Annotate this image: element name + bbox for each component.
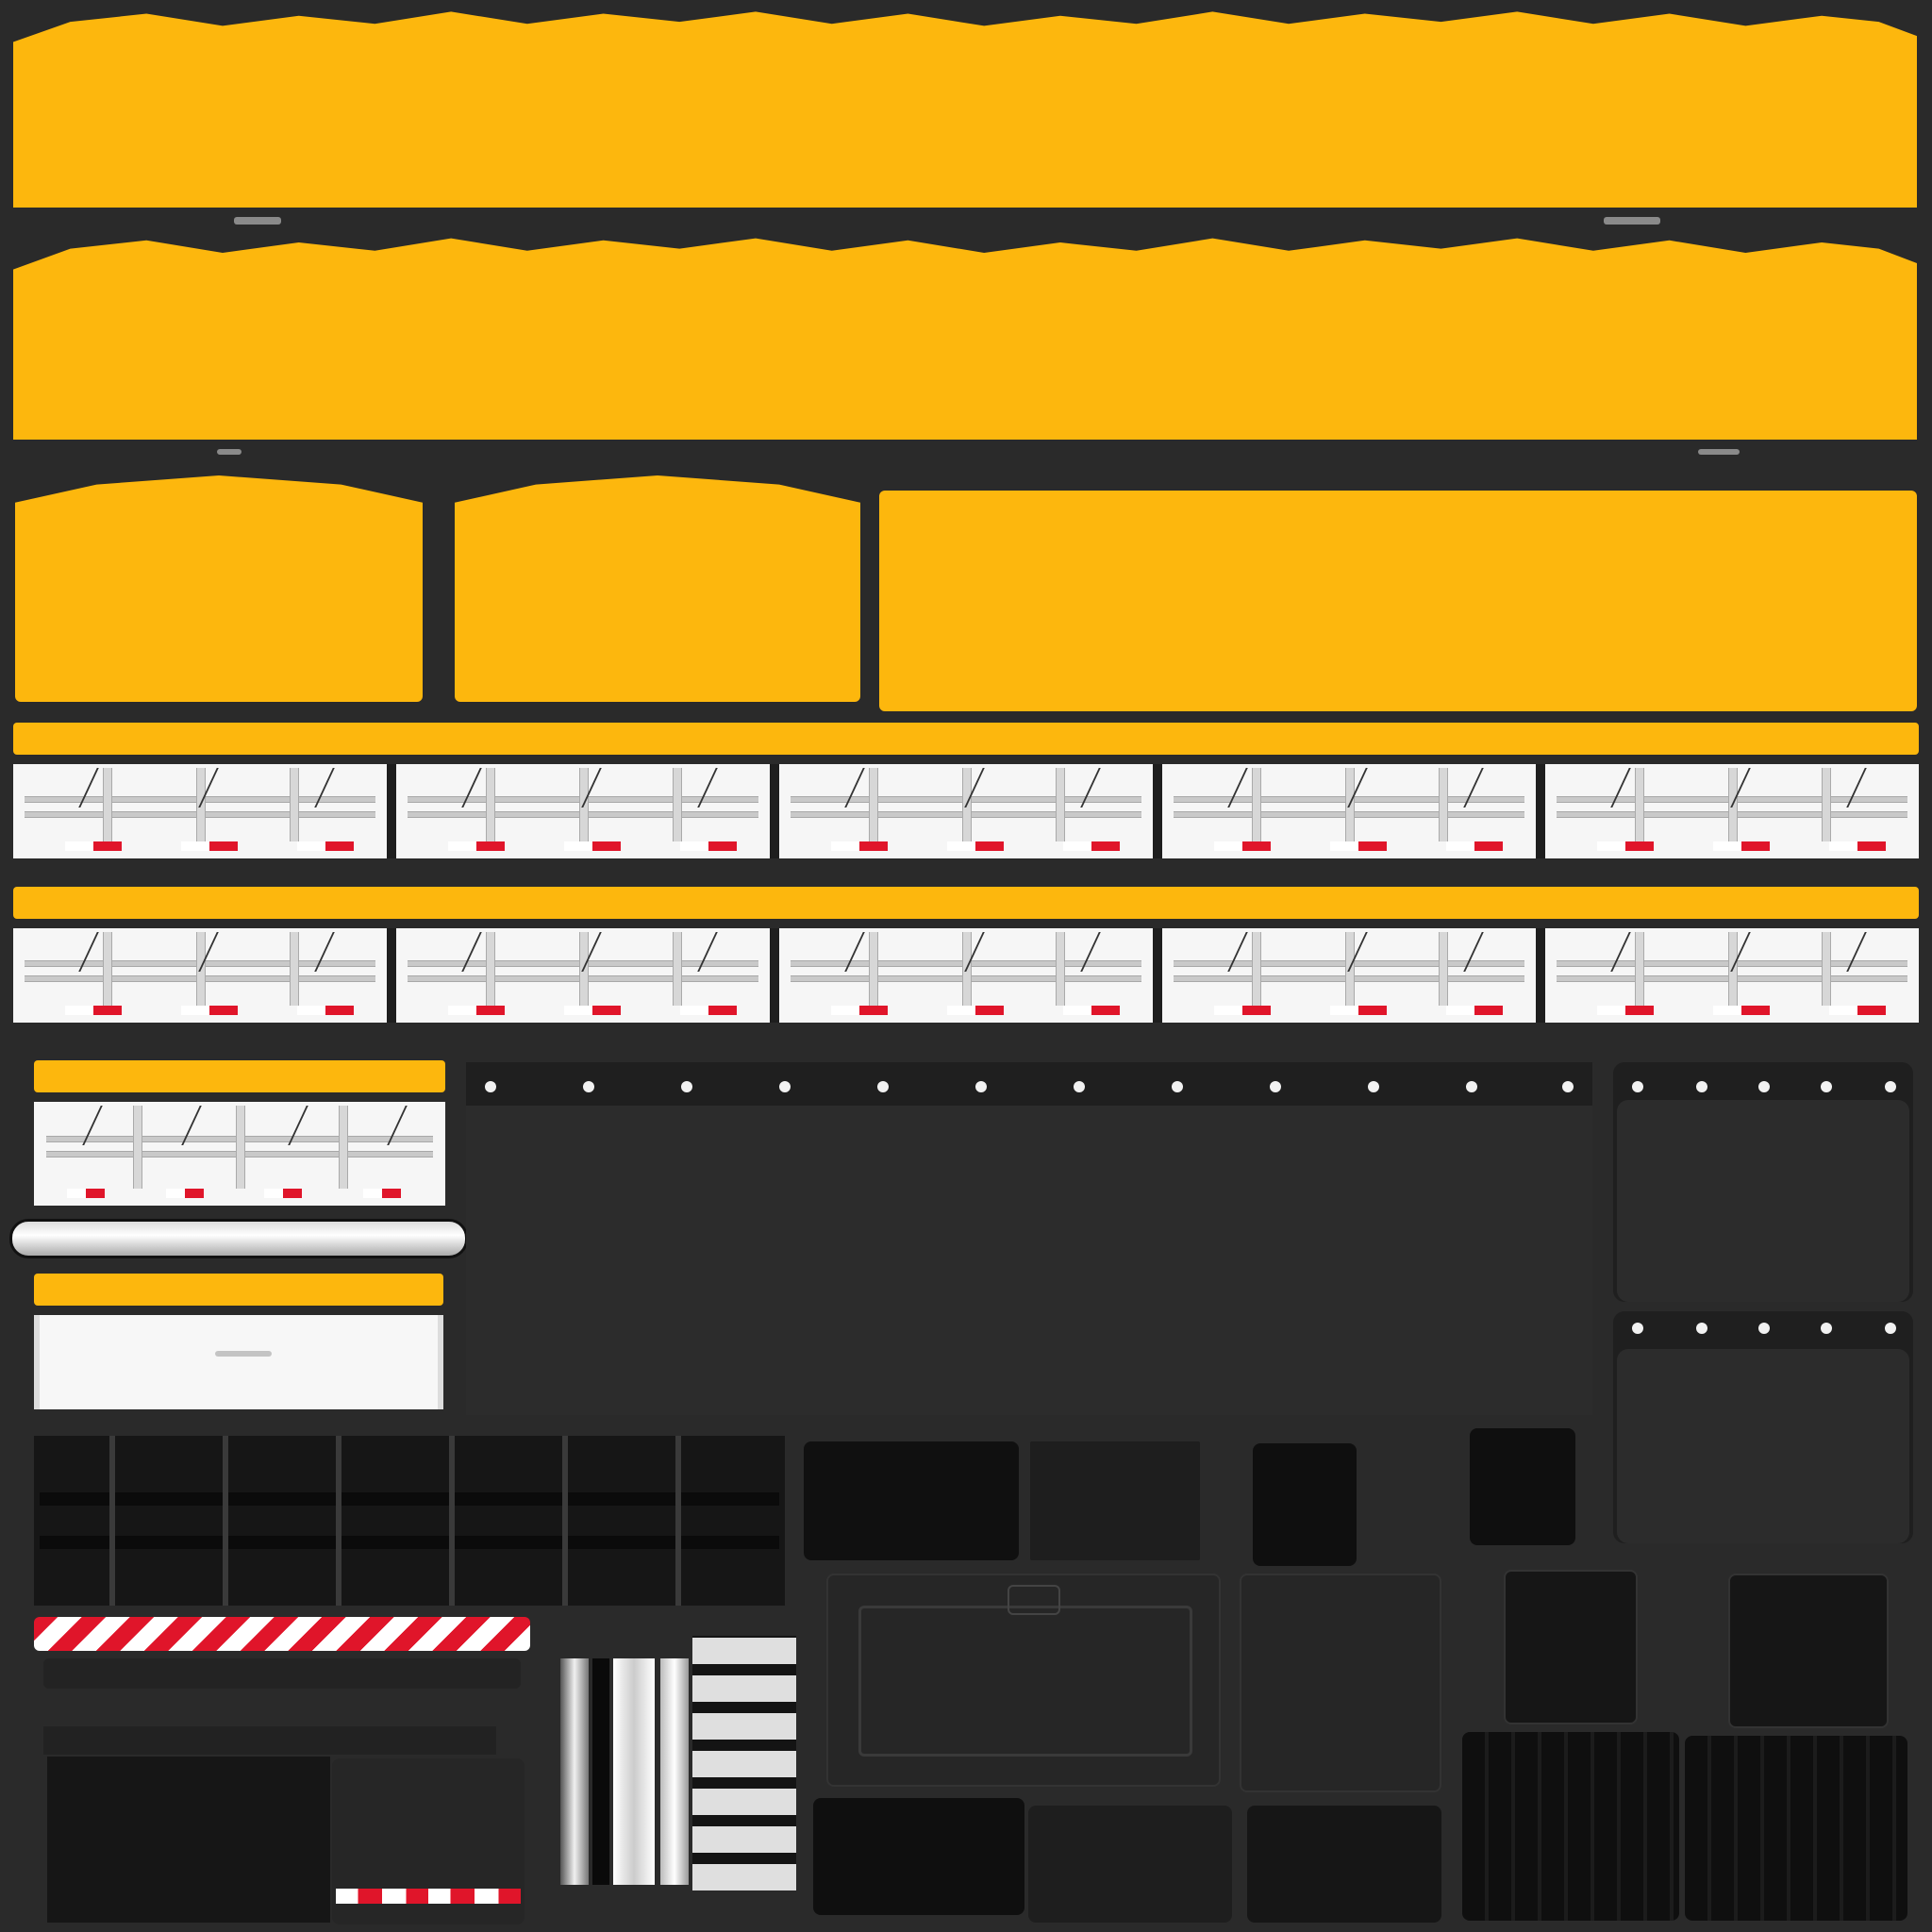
- tank-panel: [1028, 1806, 1232, 1923]
- bolt: [1632, 1323, 1643, 1334]
- bolt: [1172, 1081, 1183, 1092]
- bolt: [1074, 1081, 1085, 1092]
- toolbox-lid: [858, 1606, 1192, 1757]
- bolt: [1821, 1081, 1832, 1092]
- lock-icon: [1008, 1585, 1060, 1615]
- door-panel: [34, 1315, 443, 1409]
- rack-section: [1162, 928, 1545, 1023]
- bolt: [485, 1081, 496, 1092]
- tarp-side-strip-1: [13, 723, 1919, 755]
- hex-pattern: [692, 1636, 796, 1890]
- light-bracket-strip: [43, 1726, 496, 1755]
- bolt: [1632, 1081, 1643, 1092]
- seat-cushion-left: [1462, 1732, 1679, 1921]
- rack-section: [13, 764, 396, 858]
- tank-panel: [813, 1798, 1024, 1915]
- tarp-front-panel: [15, 475, 423, 702]
- floor-panel: [466, 1062, 1592, 1415]
- reflector-strip: [336, 1889, 521, 1904]
- bolt: [1562, 1081, 1574, 1092]
- side-rack-row-1: [13, 764, 1919, 858]
- bolt: [975, 1081, 987, 1092]
- fender-block: [1253, 1443, 1357, 1566]
- bolt: [583, 1081, 594, 1092]
- chrome-strip: [660, 1658, 689, 1885]
- roof-clip-1: [234, 217, 281, 225]
- fender-block: [1030, 1441, 1200, 1560]
- rear-rack-panel: [34, 1102, 445, 1206]
- bolt: [1758, 1081, 1770, 1092]
- bolt: [1885, 1081, 1896, 1092]
- tarp-rear-strip: [34, 1060, 445, 1092]
- mudflap-lower: [1613, 1311, 1913, 1543]
- rack-section: [1545, 764, 1919, 858]
- bolt: [681, 1081, 692, 1092]
- bumper-tube: [9, 1219, 468, 1258]
- toolbox-front: [826, 1574, 1221, 1787]
- rack-section: [779, 764, 1162, 858]
- side-rack-row-2: [13, 928, 1919, 1023]
- rear-plate-panel: [332, 1758, 525, 1924]
- roof-clip-4: [1698, 449, 1740, 455]
- bolt: [779, 1081, 791, 1092]
- bumper-underside: [43, 1658, 521, 1689]
- metal-gradient-strip: [560, 1658, 589, 1885]
- roof-clip-3: [217, 449, 242, 455]
- rack-section: [396, 928, 779, 1023]
- seat-cushion-right: [1685, 1736, 1907, 1921]
- bolt: [1758, 1323, 1770, 1334]
- rack-section: [396, 764, 779, 858]
- rear-bumper-chevron: [34, 1617, 530, 1651]
- door-handle: [215, 1351, 272, 1357]
- bolt: [1821, 1323, 1832, 1334]
- light-holder-block: [47, 1757, 330, 1923]
- rack-section: [1162, 764, 1545, 858]
- chassis-frame: [34, 1436, 785, 1606]
- bolt: [1368, 1081, 1379, 1092]
- tarp-side-short: [879, 491, 1917, 711]
- fender-block: [804, 1441, 1019, 1560]
- seat-back-right: [1728, 1574, 1889, 1728]
- roof-clip-2: [1604, 217, 1660, 225]
- bolt: [1270, 1081, 1281, 1092]
- rack-section: [779, 928, 1162, 1023]
- bolt: [1885, 1323, 1896, 1334]
- rack-section: [1545, 928, 1919, 1023]
- bolt: [1696, 1323, 1707, 1334]
- toolbox-side: [1240, 1574, 1441, 1792]
- bolt: [1696, 1081, 1707, 1092]
- seat-back-left: [1504, 1570, 1638, 1724]
- tarp-rear-panel: [455, 475, 860, 702]
- black-strip: [592, 1658, 609, 1885]
- fender-block: [1470, 1428, 1575, 1545]
- tarp-roof-panel-1: [13, 11, 1917, 208]
- rack-section: [13, 928, 396, 1023]
- bolt: [1466, 1081, 1477, 1092]
- tarp-side-strip-2: [13, 887, 1919, 919]
- tarp-roof-panel-2: [13, 238, 1917, 440]
- bolt: [877, 1081, 889, 1092]
- tank-panel: [1247, 1806, 1441, 1923]
- tarp-door-strip: [34, 1274, 443, 1306]
- mudflap-upper: [1613, 1062, 1913, 1302]
- white-strip: [613, 1658, 655, 1885]
